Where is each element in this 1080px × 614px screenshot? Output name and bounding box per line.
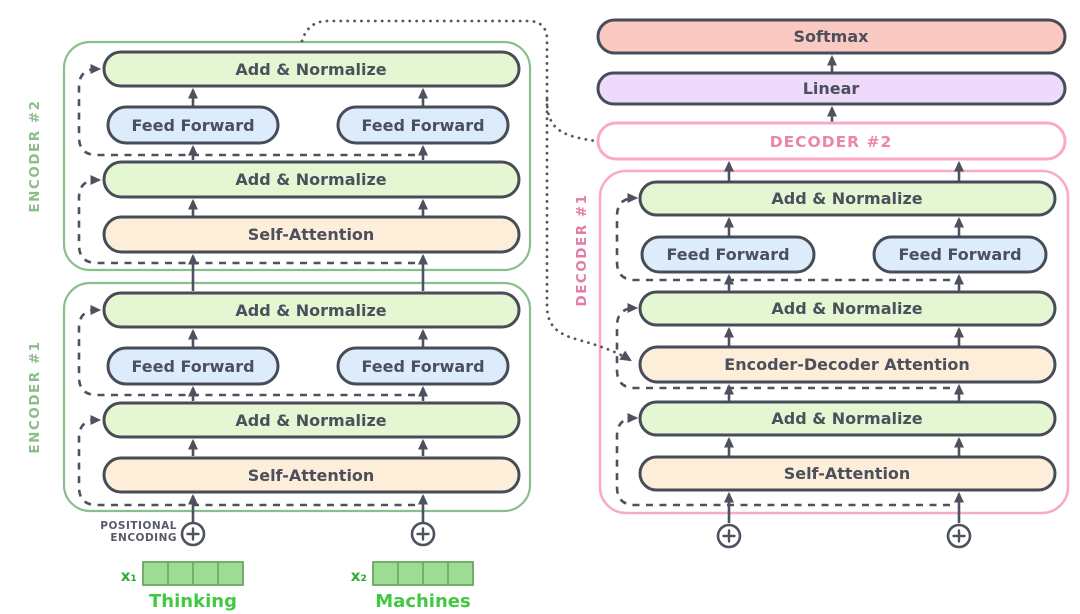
dotted-path-to-encoder-decoder-attention bbox=[300, 19, 632, 362]
encoder1-feed-forward-left-label: Feed Forward bbox=[131, 357, 254, 376]
encoder-1-group: Add & Normalize Feed Forward Feed Forwar… bbox=[27, 291, 521, 494]
decoder1-feed-forward-left-label: Feed Forward bbox=[666, 245, 789, 264]
encoder2-feed-forward-right-label: Feed Forward bbox=[361, 116, 484, 135]
decoder1-residual-upper bbox=[615, 192, 950, 282]
encoder1-add-normalize-top-box bbox=[102, 291, 521, 329]
decoder-1-group: Add & Normalize Feed Forward Feed Forwar… bbox=[574, 180, 1057, 492]
encoder1-self-attention-label: Self-Attention bbox=[248, 466, 375, 485]
encoder2-self-attention-box bbox=[102, 215, 521, 254]
input-word-1: Thinking bbox=[149, 591, 237, 612]
decoder1-encoder-decoder-attention-label: Encoder-Decoder Attention bbox=[724, 355, 969, 374]
decoder1-add-normalize-bottom-label: Add & Normalize bbox=[771, 409, 922, 428]
decoder1-add-normalize-top-box bbox=[638, 180, 1057, 217]
decoder-2-label: DECODER #2 bbox=[770, 133, 893, 151]
encoder1-feed-forward-right-box bbox=[336, 346, 510, 386]
encoder1-add-normalize-bottom-label: Add & Normalize bbox=[235, 411, 386, 430]
decoder1-feed-forward-right-label: Feed Forward bbox=[898, 245, 1021, 264]
decoder1-residual-lower bbox=[615, 412, 950, 507]
encoder1-residual-lower bbox=[77, 414, 415, 507]
encoder1-add-normalize-bottom-box bbox=[102, 401, 521, 439]
decoder1-add-normalize-bottom-box bbox=[638, 400, 1057, 437]
encoder2-residual-upper bbox=[77, 63, 415, 157]
inputs-group: POSITIONAL ENCODING x₁ x₂ Thinking Machi… bbox=[100, 520, 474, 612]
x1-embedding-vector bbox=[142, 561, 244, 586]
encoder-2-container bbox=[62, 40, 532, 272]
decoder1-self-attention-box bbox=[638, 455, 1057, 492]
encoder2-feed-forward-left-label: Feed Forward bbox=[131, 116, 254, 135]
encoder1-residual-upper bbox=[77, 304, 415, 397]
input-word-2: Machines bbox=[375, 591, 470, 612]
x2-embedding-vector bbox=[372, 561, 474, 586]
encoder1-self-attention-box bbox=[102, 456, 521, 494]
decoder1-self-attention-label: Self-Attention bbox=[784, 464, 911, 483]
encoder2-add-normalize-top-label: Add & Normalize bbox=[235, 60, 386, 79]
linear-label: Linear bbox=[803, 79, 860, 98]
encoder-2-group: Add & Normalize Feed Forward Feed Forwar… bbox=[27, 50, 521, 254]
encoder1-feed-forward-right-label: Feed Forward bbox=[361, 357, 484, 376]
positional-encoding-adders bbox=[180, 521, 972, 549]
encoder-2-side-label: ENCODER #2 bbox=[27, 99, 43, 212]
encoder2-add-normalize-bottom-label: Add & Normalize bbox=[235, 170, 386, 189]
decoder1-feed-forward-right-box bbox=[872, 235, 1048, 274]
softmax-box bbox=[596, 18, 1067, 55]
encoder2-feed-forward-left-box bbox=[106, 105, 280, 145]
encoder-1-side-label: ENCODER #1 bbox=[27, 340, 43, 453]
x2-label: x₂ bbox=[351, 567, 367, 585]
encoder2-feed-forward-right-box bbox=[336, 105, 510, 145]
decoder1-add-normalize-middle-label: Add & Normalize bbox=[771, 299, 922, 318]
flow-arrows bbox=[187, 54, 965, 523]
linear-box bbox=[596, 71, 1067, 106]
residual-connections bbox=[77, 63, 950, 507]
decoder1-add-normalize-top-label: Add & Normalize bbox=[771, 189, 922, 208]
decoder1-encoder-decoder-attention-box bbox=[638, 345, 1057, 384]
output-stack-group: DECODER #2 Linear Softmax bbox=[596, 18, 1067, 161]
positional-encoding-label-line2: ENCODING bbox=[110, 532, 177, 544]
encoder2-add-normalize-top-box bbox=[102, 50, 521, 88]
positional-encoding-label-line1: POSITIONAL bbox=[100, 520, 177, 532]
decoder1-feed-forward-left-box bbox=[640, 235, 816, 274]
decoder1-add-normalize-middle-box bbox=[638, 290, 1057, 327]
softmax-label: Softmax bbox=[794, 27, 870, 46]
x1-label: x₁ bbox=[121, 567, 137, 585]
encoder2-add-normalize-bottom-box bbox=[102, 160, 521, 199]
decoder-1-side-label: DECODER #1 bbox=[574, 193, 590, 306]
decoder1-residual-middle bbox=[615, 302, 950, 390]
encoder2-self-attention-label: Self-Attention bbox=[248, 225, 375, 244]
encoder-1-container bbox=[62, 281, 532, 513]
encoder1-add-normalize-top-label: Add & Normalize bbox=[235, 301, 386, 320]
encoder2-residual-lower bbox=[77, 174, 415, 265]
encoder1-feed-forward-left-box bbox=[106, 346, 280, 386]
decoder-2-box bbox=[596, 121, 1067, 161]
